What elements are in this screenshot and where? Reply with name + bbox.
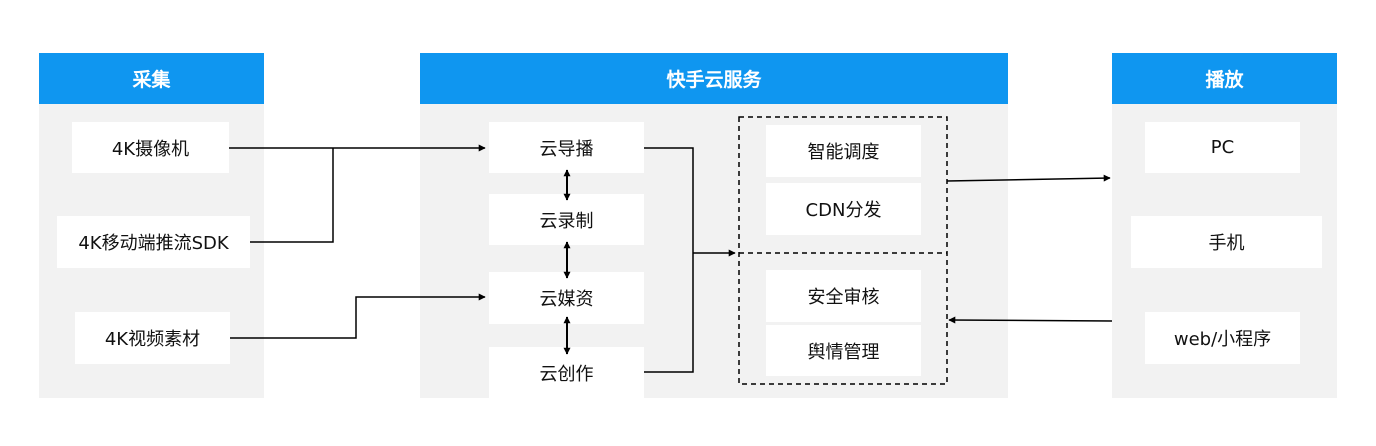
arrow-sdk-to-directing xyxy=(250,148,334,243)
capture-item-mobile-sdk: 4K移动端推流SDK xyxy=(57,216,250,268)
playback-item-mobile: 手机 xyxy=(1131,216,1322,268)
service-cloud-recording: 云录制 xyxy=(489,194,644,245)
connector-services-merge xyxy=(644,147,694,373)
capture-header: 采集 xyxy=(39,53,264,104)
service-cloud-directing: 云导播 xyxy=(489,122,644,173)
playback-item-pc: PC xyxy=(1145,122,1300,173)
cloud-header: 快手云服务 xyxy=(420,53,1008,104)
distribution-group-border xyxy=(738,116,948,385)
group-item-cdn-distribution: CDN分发 xyxy=(766,183,921,235)
arrow-assets-to-media xyxy=(230,293,486,339)
group-item-security-review: 安全审核 xyxy=(766,270,921,322)
group-item-public-opinion: 舆情管理 xyxy=(766,325,921,376)
arrow-web-to-group xyxy=(948,316,1113,324)
capture-item-4k-camera: 4K摄像机 xyxy=(72,122,229,173)
capture-item-video-assets: 4K视频素材 xyxy=(75,312,230,364)
playback-header: 播放 xyxy=(1112,53,1337,104)
arrow-group-to-pc xyxy=(946,174,1111,182)
group-item-smart-scheduling: 智能调度 xyxy=(766,125,921,177)
service-cloud-media-assets: 云媒资 xyxy=(489,272,644,324)
service-cloud-creation: 云创作 xyxy=(489,347,644,398)
playback-item-web-miniprogram: web/小程序 xyxy=(1145,312,1300,364)
